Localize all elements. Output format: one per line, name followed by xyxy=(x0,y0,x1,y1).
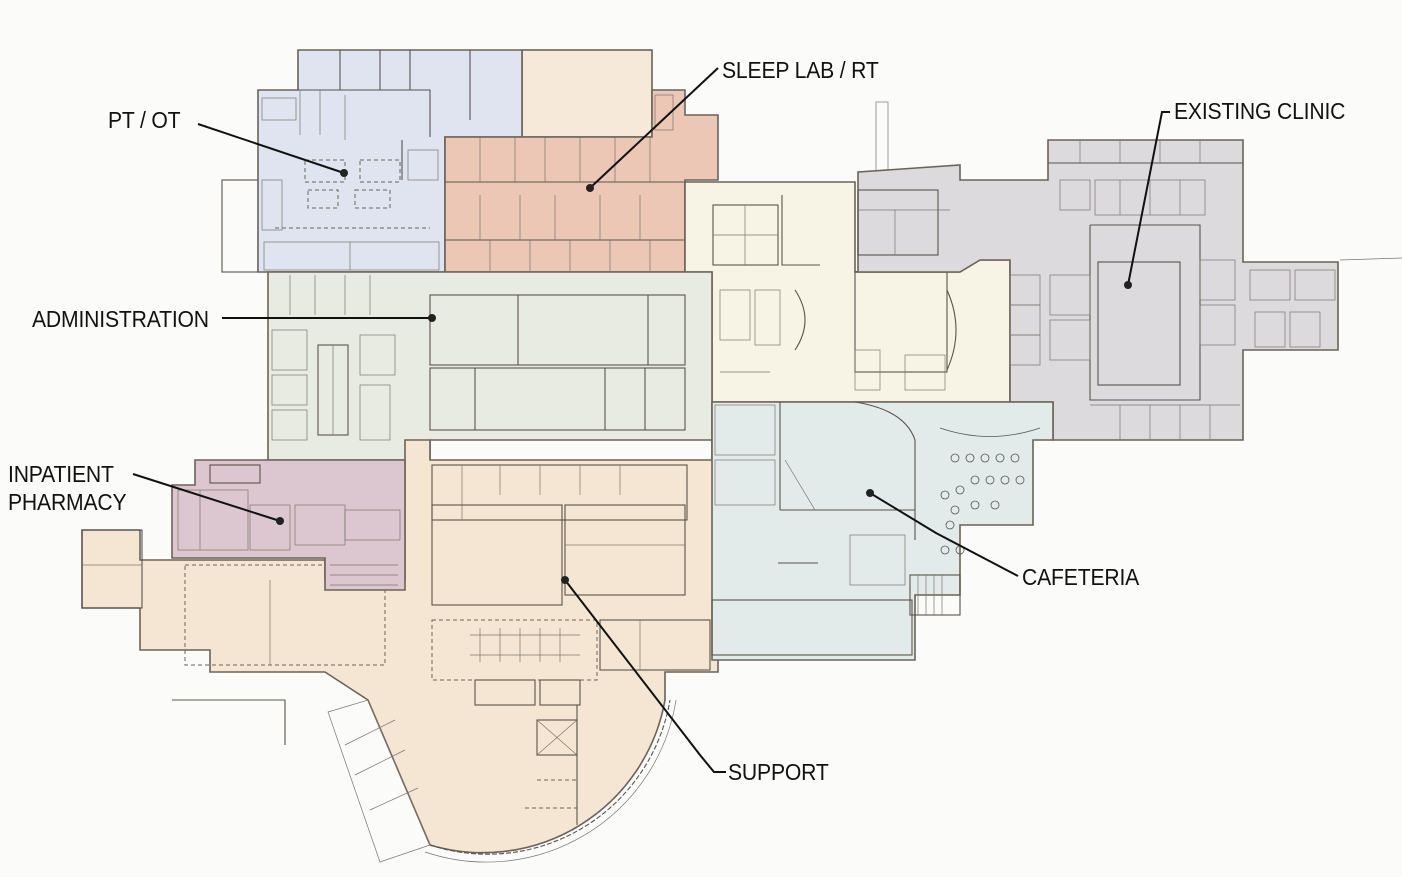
label-administration: ADMINISTRATION xyxy=(32,306,209,332)
zone-inpatient-pharmacy[interactable] xyxy=(171,459,406,591)
entry-canopy xyxy=(327,699,431,863)
label-sleep-lab-rt: SLEEP LAB / RT xyxy=(722,57,879,83)
shelving xyxy=(330,564,398,586)
zone-administration[interactable] xyxy=(267,271,713,461)
label-support: SUPPORT xyxy=(728,759,829,785)
dining-tables xyxy=(939,427,1041,555)
zone-existing-clinic[interactable] xyxy=(857,139,1339,441)
zone-pt-ot[interactable] xyxy=(257,49,523,273)
callout-leaders xyxy=(132,67,1170,773)
label-inpatient-pharmacy: INPATIENT PHARMACY xyxy=(8,461,127,515)
zone-cafeteria[interactable] xyxy=(711,401,1054,661)
zone-future-shell xyxy=(521,49,653,138)
label-existing-clinic: EXISTING CLINIC xyxy=(1174,98,1346,124)
workstation-grid xyxy=(470,628,580,662)
zone-support[interactable] xyxy=(81,439,719,863)
label-pt-ot: PT / OT xyxy=(108,107,181,133)
label-cafeteria: CAFETERIA xyxy=(1022,564,1140,590)
